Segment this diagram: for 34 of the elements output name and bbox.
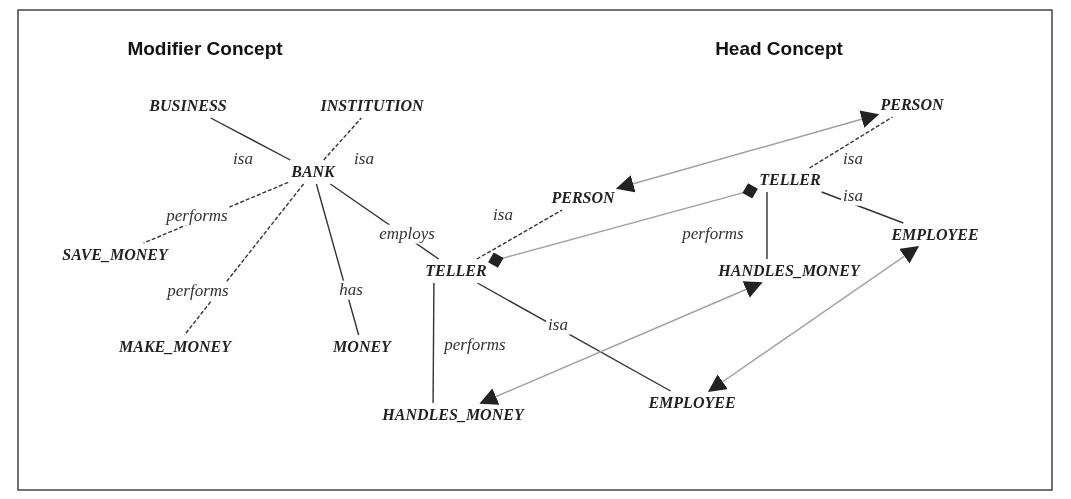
mapping-arrow (479, 281, 763, 405)
concept-label: EMPLOYEE (891, 226, 979, 244)
concept-label: EMPLOYEE (648, 394, 736, 412)
concept-label: TELLER (759, 171, 821, 189)
relation-line (476, 209, 563, 260)
relation-line (323, 117, 362, 161)
concept-label: INSTITUTION (320, 97, 424, 115)
relation-line (210, 117, 291, 161)
concept-label: SAVE_MONEY (62, 246, 168, 264)
mapping-arrow (707, 246, 920, 392)
column-heading: Head Concept (715, 38, 843, 60)
concept-label: HANDLES_MONEY (382, 406, 524, 424)
relation-line (820, 191, 905, 224)
concept-label: PERSON (880, 96, 944, 114)
concept-label: HANDLES_MONEY (718, 262, 860, 280)
relation-line (476, 282, 672, 392)
concept-label: PERSON (551, 189, 615, 207)
concept-label: BANK (291, 163, 335, 181)
concept-label: TELLER (425, 262, 487, 280)
relation-line (183, 183, 305, 336)
mapping-arrow (615, 110, 880, 193)
concept-label: MAKE_MONEY (119, 338, 231, 356)
relation-line (808, 116, 894, 169)
concept-label: MONEY (333, 338, 391, 356)
edge-label: performs (165, 281, 231, 301)
relation-line (766, 191, 768, 260)
edge-label: has (337, 280, 365, 300)
concept-label: BUSINESS (149, 97, 227, 115)
edge-label: performs (164, 206, 230, 226)
edge-label: performs (442, 335, 508, 355)
edge-label: performs (680, 224, 746, 244)
relation-line (432, 282, 435, 404)
edge-label: employs (377, 224, 437, 244)
column-heading: Modifier Concept (127, 38, 283, 60)
